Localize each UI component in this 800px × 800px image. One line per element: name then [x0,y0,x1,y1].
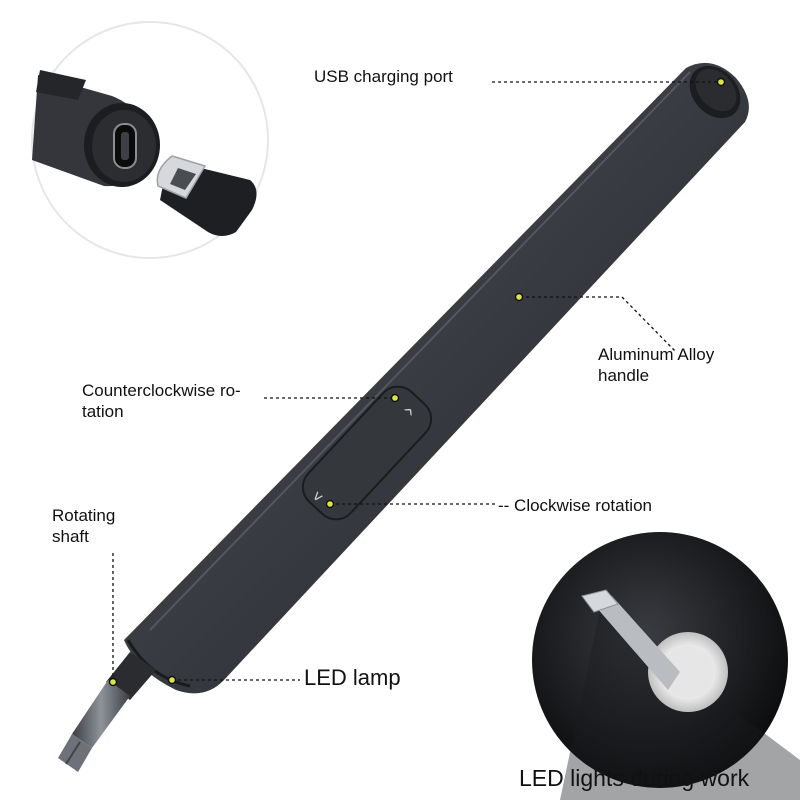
usb-charging-port-label: USB charging port [314,67,453,86]
screwdriver-body: ^ v [124,62,749,694]
led-lamp-label: LED lamp [304,665,401,690]
rotation-switch [301,385,433,521]
rotating-shaft [58,652,156,772]
rotating-shaft-label: Rotating shaft [52,506,116,546]
led-lights-during-work-caption: LED lights during work [519,765,750,791]
led-inset [532,532,800,800]
callout-lines [112,81,719,681]
counterclockwise-rotation-label: Counterclockwise ro- tation [82,381,241,421]
clockwise-rotation-label: -- Clockwise rotation [498,496,652,515]
usb-c-plug [156,155,257,236]
usb-port-inset [31,21,269,259]
callout-dots [108,77,726,687]
aluminum-alloy-handle-label: Aluminum Alloy handle [598,345,715,385]
